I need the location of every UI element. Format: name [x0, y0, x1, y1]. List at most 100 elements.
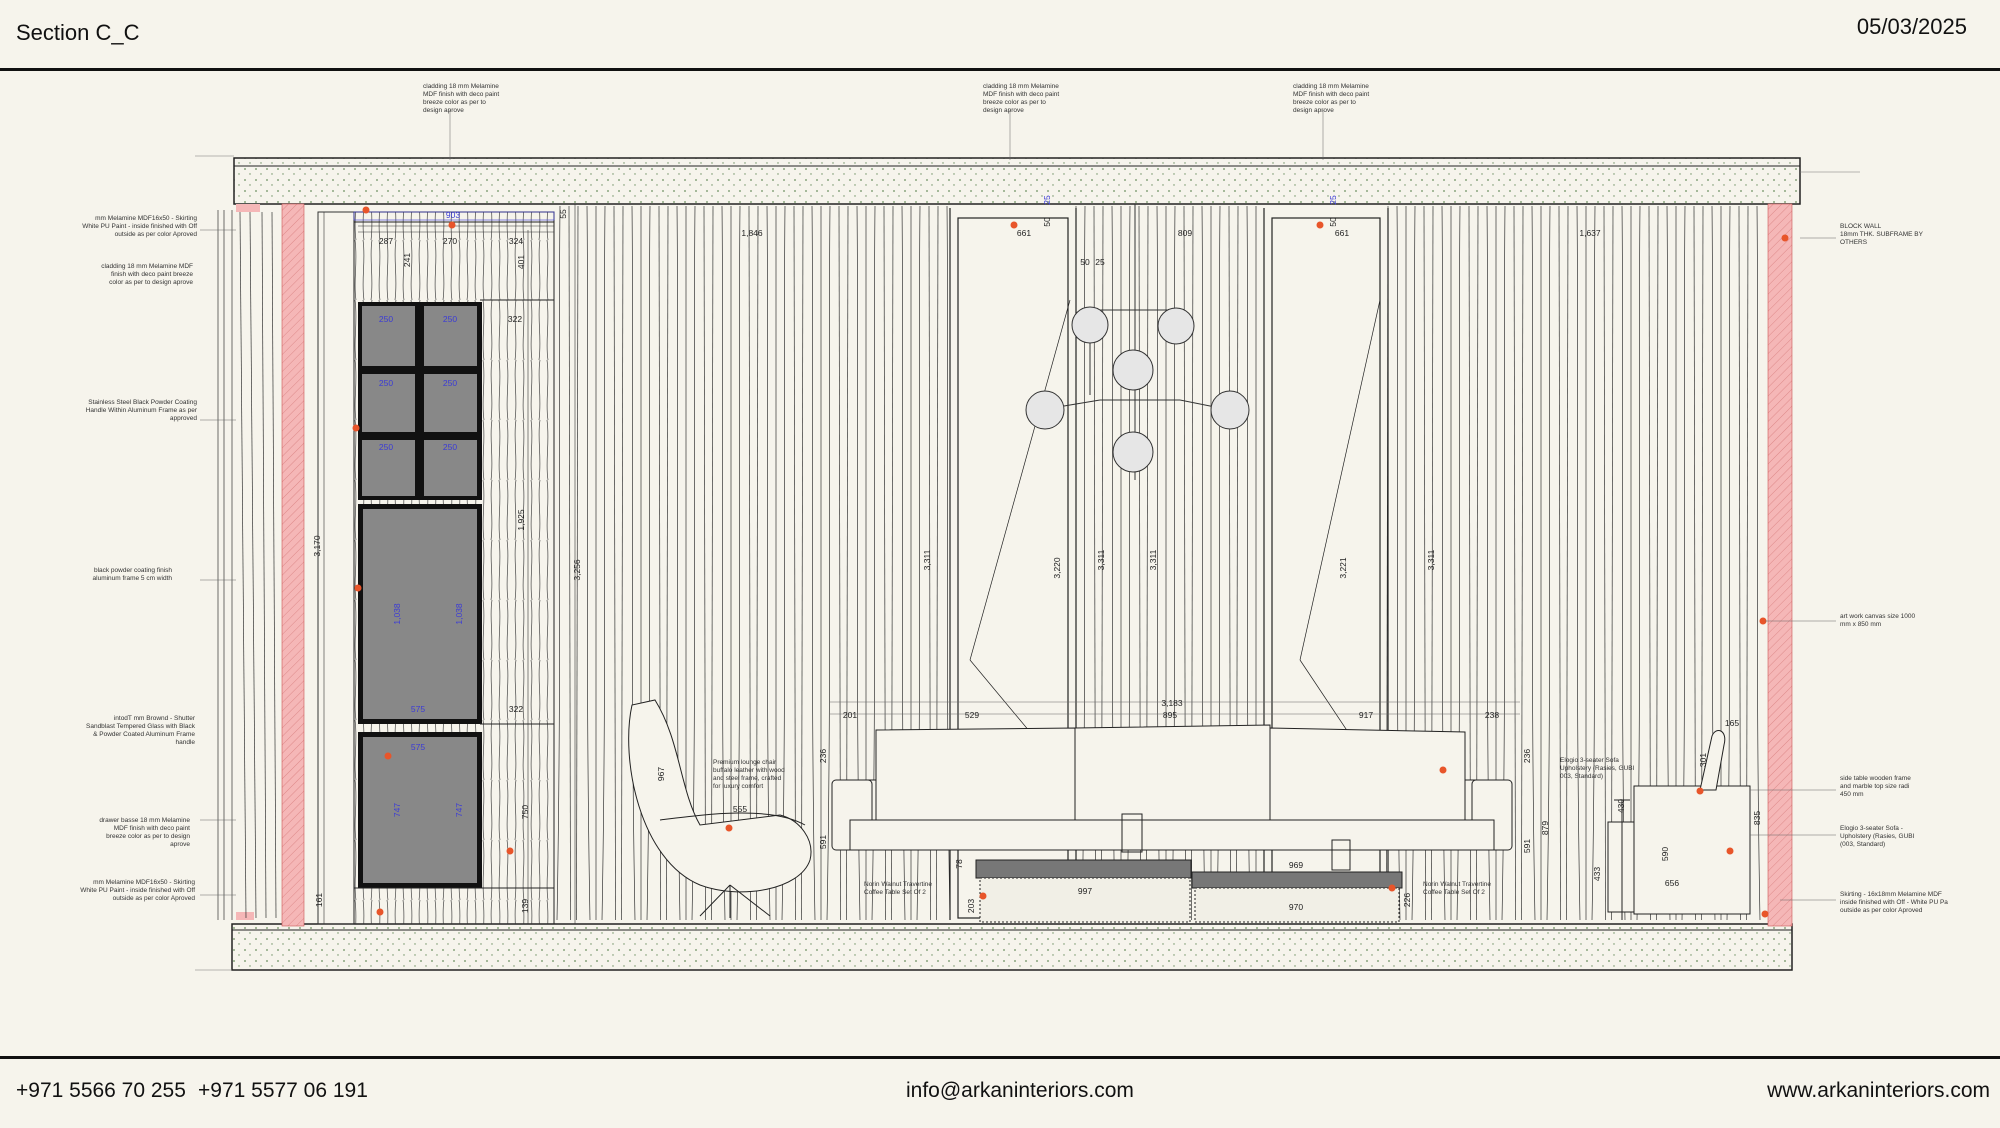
dimension-label: 970	[1289, 902, 1303, 912]
dimension-label: 661	[1335, 228, 1349, 238]
curtain-fold	[703, 205, 706, 921]
curtain-fold	[1558, 205, 1561, 921]
dimension-label: 324	[509, 236, 523, 246]
dimension-label: 1,038	[454, 603, 464, 625]
curtain-fold	[601, 205, 606, 921]
curtain-fold	[1566, 205, 1569, 921]
dimension-label: 3,221	[1338, 557, 1348, 579]
curtain-fold	[793, 205, 796, 921]
dimension-label: 250	[443, 442, 457, 452]
annotation-markers	[352, 206, 1789, 918]
dimension-label: 165	[1725, 718, 1739, 728]
dimension-label: 203	[966, 899, 976, 913]
dimension-label: 575	[411, 742, 425, 752]
curtain-fold	[586, 205, 591, 921]
page-title: Section C_C	[16, 20, 140, 45]
dimension-label: 270	[443, 236, 457, 246]
curtain-fold	[1611, 205, 1614, 921]
dimension-label: 750	[520, 805, 530, 819]
left-curtain	[217, 210, 277, 920]
dimension-label: 25	[1328, 195, 1338, 205]
sofa-center	[831, 724, 1513, 851]
curtain-fold	[691, 205, 696, 921]
curtain-fold	[631, 205, 636, 921]
phone-2[interactable]: +971 5577 06 191	[198, 1079, 368, 1102]
curtain-fold	[736, 205, 741, 921]
dimension-label: 250	[379, 442, 393, 452]
curtain-fold	[766, 205, 771, 921]
phone-1[interactable]: +971 5566 70 255	[16, 1079, 186, 1102]
dimension-label: 903	[446, 210, 460, 220]
note-sofa-right: Elogio 3-seater Sofa -Upholstery (Rasies…	[1840, 825, 1915, 848]
dimension-label: 747	[392, 803, 402, 817]
dimension-label: 301	[1698, 753, 1708, 767]
curtain-fold	[1603, 205, 1606, 921]
dimension-label: 3,220	[1052, 557, 1062, 579]
dimension-label: 590	[1660, 847, 1670, 861]
floor-slab	[231, 923, 1793, 971]
dimension-label: 25	[1095, 257, 1105, 267]
dimension-label: 3,311	[1426, 549, 1436, 570]
dimension-label: 322	[508, 314, 522, 324]
dimension-label: 1,038	[392, 603, 402, 625]
ceiling-slab	[233, 157, 1801, 205]
dimension-label: 3,170	[312, 535, 322, 557]
dimension-label: 250	[443, 378, 457, 388]
dimension-label: 879	[1540, 821, 1550, 835]
dimension-label: 3,183	[1161, 698, 1183, 708]
dimension-label: 250	[379, 314, 393, 324]
curtain-fold	[721, 205, 726, 921]
dimension-label: 747	[454, 803, 464, 817]
dimension-label: 50	[1080, 257, 1090, 267]
dimension-label: 241	[402, 253, 412, 267]
curtain-fold	[711, 205, 714, 921]
dimension-label: 3,311	[922, 549, 932, 570]
dimension-label: 555	[733, 804, 747, 814]
curtain-fold	[621, 205, 624, 921]
dimension-label: 809	[1178, 228, 1192, 238]
chandelier	[1025, 204, 1250, 480]
dimension-label: 250	[443, 314, 457, 324]
dimension-label: 967	[656, 767, 666, 781]
curtain-fold	[1531, 205, 1536, 921]
dimension-label: 835	[1752, 811, 1762, 825]
curtain-fold	[1513, 205, 1516, 921]
coffee-tables	[975, 813, 1403, 923]
dimension-label: 401	[516, 255, 526, 269]
curtain-fold	[568, 205, 571, 921]
dimension-label: 226	[1402, 893, 1412, 907]
dimension-label: 238	[1485, 710, 1499, 720]
dimension-label: 917	[1359, 710, 1373, 720]
dimension-label: 287	[379, 236, 393, 246]
footer-bar: +971 5566 70 255 +971 5577 06 191 info@a…	[0, 1056, 2000, 1128]
dimension-label: 50	[1328, 217, 1338, 227]
dimension-label: 161	[314, 893, 324, 907]
dimension-label: 430	[1616, 799, 1626, 813]
curtain-fold	[781, 205, 786, 921]
dimension-label: 1,925	[516, 509, 526, 531]
dimension-label: 661	[1017, 228, 1031, 238]
wardrobe-unit	[317, 211, 555, 925]
website-link[interactable]: www.arkaninteriors.com	[1767, 1079, 1990, 1102]
curtain-fold	[811, 205, 816, 921]
curtain-fold	[1576, 205, 1581, 921]
dimension-label: 529	[965, 710, 979, 720]
dimension-label: 25	[1042, 195, 1052, 205]
dimension-label: 895	[1163, 710, 1177, 720]
email-link[interactable]: info@arkaninteriors.com	[906, 1079, 1134, 1102]
dimension-label: 3,311	[1096, 549, 1106, 570]
